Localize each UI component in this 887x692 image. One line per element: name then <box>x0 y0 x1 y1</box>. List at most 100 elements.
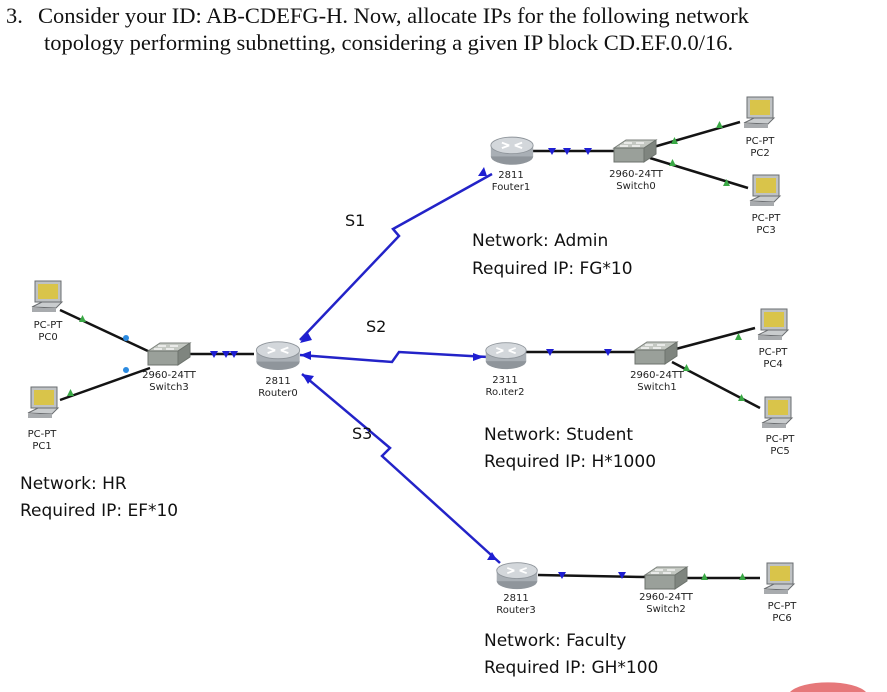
pc-icon <box>763 562 795 595</box>
router1-model: 2811 <box>498 170 523 181</box>
switch-switch2[interactable]: 2960-24TT Switch2 <box>639 566 694 615</box>
pc-pc5[interactable]: PC-PT PC5 <box>761 396 796 457</box>
question-number: 3. <box>6 3 23 28</box>
pc-icon <box>761 396 793 429</box>
port-down-arrow <box>548 148 556 155</box>
pc1-name: PC1 <box>32 441 51 452</box>
port-up-triangle <box>671 137 678 144</box>
port-up-triangle <box>739 573 746 580</box>
ethernet-link-switch3-pc0[interactable] <box>59 308 151 354</box>
pc2-name: PC2 <box>750 148 769 159</box>
router-router2[interactable]: 2311 Ro.ıter2 <box>484 341 528 398</box>
ethernet-link-router3-switch2[interactable] <box>537 573 646 579</box>
router-icon <box>484 341 528 370</box>
port-up-triangle <box>701 573 708 580</box>
pc-pc2[interactable]: PC-PT PC2 <box>743 96 776 159</box>
ethernet-link-switch0-pc3[interactable] <box>649 156 749 190</box>
router0-name: Router0 <box>258 388 298 399</box>
pc-pc0[interactable]: PC-PT PC0 <box>31 280 64 343</box>
serial-links <box>299 172 501 564</box>
network-admin-required: Required IP: FG*10 <box>472 259 633 279</box>
router1-name: Fouter1 <box>492 182 530 193</box>
port-down-arrow <box>210 351 218 358</box>
serial-label-s2: S2 <box>366 317 386 336</box>
switch-switch1[interactable]: 2960-24TT Switch1 <box>630 341 685 393</box>
pc-pc6[interactable]: PC-PT PC6 <box>763 562 798 624</box>
switch-switch3[interactable]: 2960-24TT Switch3 <box>142 342 197 393</box>
port-up-triangle <box>723 179 730 186</box>
pc-pc3[interactable]: PC-PT PC3 <box>749 174 782 236</box>
question-line-1: Consider your ID: AB-CDEFG-H. Now, alloc… <box>38 3 749 28</box>
port-down-arrow <box>584 148 592 155</box>
network-faculty-name: Network: Faculty <box>484 631 626 651</box>
serial-port-arrow-s1 <box>300 331 312 343</box>
port-up-triangle <box>683 364 690 371</box>
pc-icon <box>749 174 781 207</box>
switch-icon <box>147 342 191 366</box>
pc0-name: PC0 <box>38 332 57 343</box>
port-down-arrow <box>558 572 566 579</box>
serial-label-s1: S1 <box>345 211 365 230</box>
port-up-triangle <box>669 159 676 166</box>
router-router3[interactable]: 2811 Router3 <box>495 561 539 616</box>
ethernet-link-switch0-pc2[interactable] <box>649 120 741 150</box>
port-up-triangle <box>79 315 86 322</box>
port-down-arrow <box>604 349 612 356</box>
serial-link-s2[interactable] <box>299 350 489 364</box>
pc6-name: PC6 <box>772 613 791 624</box>
switch-switch0[interactable]: 2960-24TT Switch0 <box>609 139 664 192</box>
switch-icon <box>644 566 688 590</box>
router3-model: 2811 <box>503 593 528 604</box>
port-down-arrow <box>618 572 626 579</box>
switch-icon <box>634 341 678 365</box>
switch0-model: 2960-24TT <box>609 169 664 180</box>
port-link-dot <box>123 335 129 341</box>
pc-pc4[interactable]: PC-PT PC4 <box>757 308 789 370</box>
pc-pc1[interactable]: PC-PT PC1 <box>27 386 59 452</box>
switch2-model: 2960-24TT <box>639 592 694 603</box>
router-icon <box>495 561 539 590</box>
switch3-name: Switch3 <box>149 382 188 393</box>
pc5-name: PC5 <box>770 446 789 457</box>
router-icon <box>489 136 535 166</box>
router-icon <box>255 340 301 371</box>
port-indicators <box>67 121 746 580</box>
pc6-type: PC-PT <box>768 601 798 612</box>
pc4-type: PC-PT <box>759 347 789 358</box>
pc3-type: PC-PT <box>752 213 782 224</box>
network-hr-name: Network: HR <box>20 474 127 494</box>
port-up-triangle <box>716 121 723 128</box>
serial-port-arrow-s3 <box>302 374 314 384</box>
serial-link-s1[interactable] <box>299 172 493 341</box>
port-up-triangle <box>735 333 742 340</box>
router0-model: 2811 <box>265 376 290 387</box>
port-down-arrow <box>222 351 230 358</box>
serial-link-s3[interactable] <box>301 373 501 564</box>
switch1-model: 2960-24TT <box>630 370 685 381</box>
question-text: 3. Consider your ID: AB-CDEFG-H. Now, all… <box>6 2 886 56</box>
decorative-badge-edge <box>790 682 866 692</box>
port-link-dot <box>123 367 129 373</box>
ethernet-link-switch1-pc4[interactable] <box>671 326 756 352</box>
pc5-type: PC-PT <box>766 434 796 445</box>
network-faculty-required: Required IP: GH*100 <box>484 658 658 678</box>
pc2-type: PC-PT <box>746 136 776 147</box>
router3-name: Router3 <box>496 605 536 616</box>
network-student-name: Network: Student <box>484 425 633 445</box>
serial-port-arrow-s2 <box>300 351 311 360</box>
pc4-name: PC4 <box>763 359 782 370</box>
pc-icon <box>757 308 789 341</box>
port-up-triangle <box>67 389 74 396</box>
pc0-type: PC-PT <box>34 320 64 331</box>
network-student-required: Required IP: H*1000 <box>484 452 656 472</box>
ethernet-link-switch3-pc1[interactable] <box>59 366 151 402</box>
router-router1[interactable]: 2811 Fouter1 <box>489 136 535 193</box>
router-router0[interactable]: 2811 Router0 <box>255 340 301 399</box>
port-down-arrow <box>563 148 571 155</box>
port-up-triangle <box>738 394 745 401</box>
port-down-arrow <box>546 349 554 356</box>
pc-icon <box>743 96 775 129</box>
network-admin-name: Network: Admin <box>472 231 608 251</box>
question-line-2: topology performing subnetting, consider… <box>44 30 734 55</box>
